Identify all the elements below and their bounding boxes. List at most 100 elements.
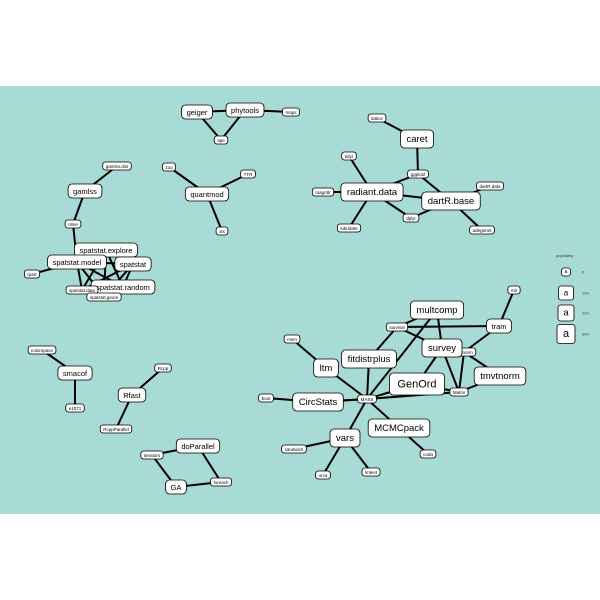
node-spatstat-data: spatstat.data (65, 285, 99, 295)
node-label: iterators (144, 453, 161, 458)
node-box (473, 366, 527, 386)
node-fitdistrplus: fitdistrplus (341, 349, 397, 369)
node-label: CircStats (299, 397, 338, 408)
node-box (341, 349, 397, 369)
node-box (181, 104, 213, 120)
node-box (407, 169, 429, 179)
node-label: TTR (244, 172, 253, 177)
node-box (336, 223, 362, 233)
node-magrittr: magrittr (311, 187, 335, 197)
node-label: boot (262, 396, 272, 401)
node-nlme: nlme (64, 219, 82, 229)
node-label: spatstat.random (96, 283, 150, 292)
node-label: spatstat (120, 260, 147, 269)
node-box (154, 363, 172, 373)
legend-key-label: 0 (582, 270, 585, 275)
node-label: smacof (63, 369, 88, 378)
node-box (175, 438, 221, 454)
node-box (421, 338, 463, 358)
node-box (367, 113, 387, 123)
node-Rfast: Rfast (117, 387, 147, 403)
node-xts: xts (215, 226, 229, 236)
node-box (165, 479, 187, 495)
node-rpart: rpart (23, 269, 41, 279)
node-label: lmtest (365, 470, 378, 475)
node-label: ggplot2 (411, 172, 426, 177)
node-label: mvtnorm (455, 350, 473, 355)
node-box (117, 387, 147, 403)
node-box (213, 135, 229, 145)
node-label: foreach (213, 480, 229, 485)
node-label: dplyr (406, 216, 416, 221)
node-label: GA (171, 483, 182, 492)
node-label: magrittr (315, 190, 331, 195)
node-iterators: iterators (140, 450, 164, 460)
node-label: ltm (320, 363, 333, 374)
node-box (225, 102, 265, 118)
node-box (341, 151, 357, 161)
node-ggplot2: ggplot2 (407, 169, 429, 179)
legend-key-box (561, 267, 571, 277)
node-coda: coda (419, 449, 437, 459)
node-label: Rfast (123, 391, 141, 400)
node-box (469, 225, 495, 235)
node-label: gamlss (73, 187, 97, 196)
legend-key-box (558, 285, 574, 301)
node-label: multcomp (416, 305, 457, 316)
node-box (57, 365, 93, 381)
node-caret: caret (400, 129, 434, 149)
node-box (27, 345, 57, 355)
node-box (419, 449, 437, 459)
node-Matrix: Matrix (449, 387, 469, 397)
legend-key-glyph: a (564, 289, 569, 298)
node-box (400, 129, 434, 149)
node-label: vars (336, 433, 354, 444)
node-box (47, 254, 107, 270)
edge-mvtnorm-Matrix (458, 351, 465, 393)
node-label: geiger (187, 108, 208, 117)
node-sandwich: sandwich (281, 444, 307, 454)
node-label: spatstat.model (53, 258, 102, 267)
node-foreach: foreach (210, 477, 232, 487)
node-radiant-data: radiant.data (340, 182, 404, 202)
node-label: rpart (27, 272, 37, 277)
node-label: maps (285, 110, 297, 115)
node-box (361, 467, 381, 477)
node-box (449, 387, 469, 397)
node-spatstat-geom: spatstat.geom (86, 292, 122, 302)
legend-key-glyph: a (563, 328, 570, 340)
node-label: sandwich (285, 447, 304, 452)
legend-key-label: 200 (582, 311, 589, 316)
node-label: tidyr (345, 154, 354, 159)
node-smacof: smacof (57, 365, 93, 381)
node-CircStats: CircStats (292, 392, 344, 412)
node-box (476, 181, 504, 191)
node-box (65, 403, 85, 413)
node-MCMCpack: MCMCpack (367, 418, 431, 438)
node-lattice: lattice (367, 113, 387, 123)
node-box (64, 219, 82, 229)
node-label: phytools (231, 106, 259, 115)
node-label: quantmod (190, 190, 223, 199)
node-maps: maps (282, 107, 300, 117)
legend-title: popularity (556, 253, 573, 258)
node-tidyr: tidyr (341, 151, 357, 161)
node-label: MCMCpack (374, 423, 424, 434)
node-box (86, 292, 122, 302)
node-label: adegenet (473, 228, 493, 233)
node-label: survival (389, 325, 404, 330)
node-ltm: ltm (313, 358, 339, 378)
node-dartR-data: dartR.data (476, 181, 504, 191)
node-multcomp: multcomp (410, 300, 464, 320)
node-box (357, 394, 377, 404)
legend-key-glyph: a (563, 308, 569, 319)
node-label: survey (428, 343, 456, 354)
node-label: spatstat.data (69, 288, 95, 293)
node-label: doParallel (181, 442, 215, 451)
node-tmvtnorm: tmvtnorm (473, 366, 527, 386)
